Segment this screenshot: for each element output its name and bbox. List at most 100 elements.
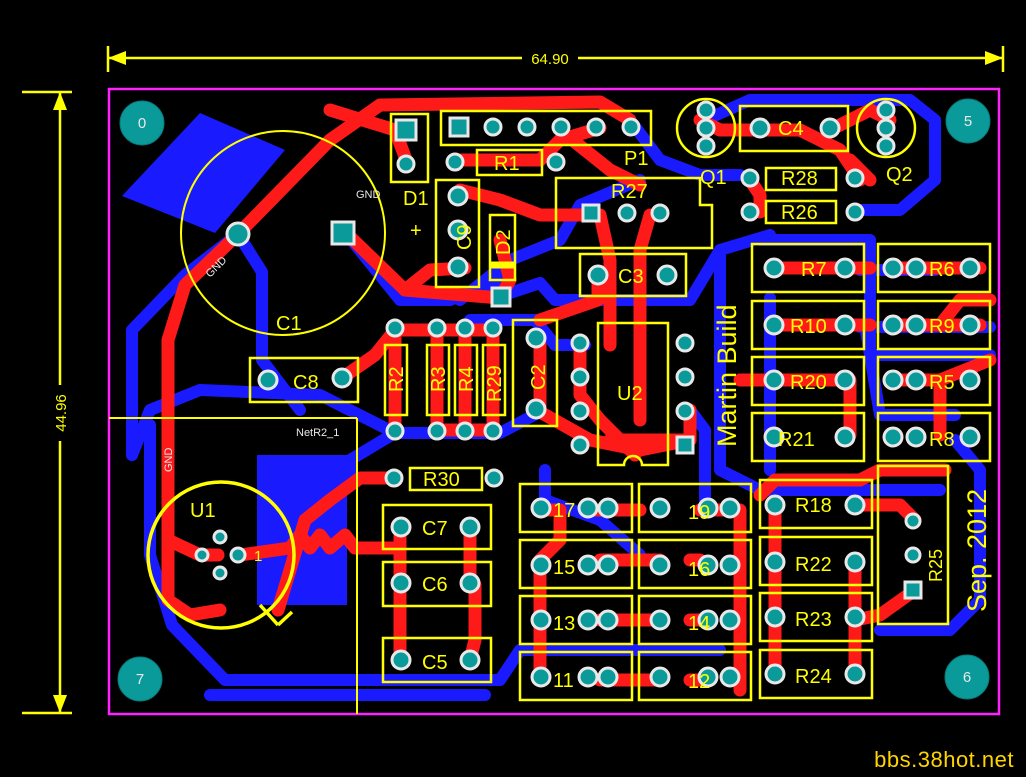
designator-r21: R21 [778,429,815,451]
board-outline [107,87,1001,716]
r22-outline [758,535,874,587]
gnd-net-label: GND [163,448,175,473]
net-r2-label: NetR2_1 [296,427,339,439]
r23-outline [758,591,874,643]
r14-outline [637,594,753,646]
r13-outline [518,594,634,646]
designator-r28: R28 [781,168,818,190]
r5-outline [876,355,992,407]
mount-hole-label: 5 [964,113,972,130]
c7-outline [381,503,493,551]
designator-r8: R8 [929,429,955,451]
d1-outline [389,112,430,184]
r12-outline [637,650,753,702]
r17-outline [518,482,634,534]
designator-c3: C3 [618,266,644,288]
designator-r18: R18 [795,495,832,517]
r26-outline [764,199,838,225]
component-designators: C1 + D1 C9 D2 R1 P1 Q1 Q2 C4 R28 R26 R27… [190,118,955,693]
c2-outline [511,318,559,428]
mount-hole-label: 6 [963,669,971,686]
c8-outline [248,356,360,404]
designator-r24: R24 [795,666,832,688]
r29-outline [481,343,507,417]
silkscreen-layer [109,97,992,714]
dimension-height [22,90,72,715]
designator-r14: 14 [688,613,710,635]
watermark: bbs.38hot.net [874,747,1014,772]
r30-outline [408,466,484,492]
designator-d2: D2 [493,229,515,255]
designator-r20: R20 [790,372,827,394]
designator-r5: R5 [929,372,955,394]
r25-outline [876,464,950,626]
designator-r10: R10 [790,316,827,338]
designator-c1-plus: + [410,220,422,242]
designator-r2: R2 [386,366,408,392]
p1-outline [439,109,653,147]
bottom-ground-pour [122,113,285,233]
mount-hole-label: 0 [138,115,146,132]
designator-r17: 17 [553,500,575,522]
designator-r30: R30 [423,469,460,491]
u2-outline [596,321,670,467]
c6-outline [381,560,493,608]
designator-p1: P1 [624,148,648,170]
pad-layer [117,98,991,702]
c3-outline [578,252,688,298]
mount-hole-labels: 0 5 7 6 [136,113,972,688]
designator-r9: R9 [929,316,955,338]
d2-outline [488,213,517,282]
r11-outline [518,650,634,702]
designator-r15: 15 [553,557,575,579]
dimension-width [106,46,1005,72]
designator-q1: Q1 [700,167,727,189]
designator-c8: C8 [293,372,319,394]
designator-r11: 11 [553,670,574,692]
c4-outline [738,104,850,153]
r18-outline [758,478,874,530]
designator-r29: R29 [484,365,506,402]
designator-d1: D1 [403,188,429,210]
designator-c4: C4 [778,118,804,140]
r8-outline [876,411,992,463]
designator-u1-pin1: 1 [254,548,262,565]
r10-outline [750,299,866,351]
r16-outline [637,538,753,590]
c5-outline [381,636,493,684]
designator-c2: C2 [528,364,550,390]
designator-q2: Q2 [886,164,913,186]
r27-outline [554,176,714,250]
r28-outline [764,166,838,192]
designator-r6: R6 [929,259,955,281]
designator-c7: C7 [422,518,448,540]
designator-r13: 13 [553,613,575,635]
r1-outline [475,148,544,177]
r19-outline [637,482,753,534]
r9-outline [876,299,992,351]
q1-outline [675,97,737,159]
r4-outline [453,343,479,417]
designator-c6: C6 [422,574,448,596]
designator-r3: R3 [428,366,450,392]
width-dimension-label: 64.90 [531,51,569,68]
r6-outline [876,242,992,294]
q2-outline [855,97,917,159]
r3-outline [425,343,451,417]
designator-c9: C9 [454,224,476,250]
mount-hole-label: 7 [136,671,144,688]
mount-hole [945,98,991,144]
r15-outline [518,538,634,590]
r7-outline [750,242,866,294]
gnd-net-label: GND [356,189,381,201]
designator-r4: R4 [456,366,478,392]
designator-r25: R25 [926,549,946,582]
board-title-text: Martin Build [712,304,742,447]
r20-outline [750,355,866,407]
designator-c5: C5 [422,652,448,674]
board-date-text: Sep. 2012 [962,489,992,612]
c1-outline [180,130,386,336]
designator-u1: U1 [190,500,216,522]
r2-outline [383,343,409,417]
